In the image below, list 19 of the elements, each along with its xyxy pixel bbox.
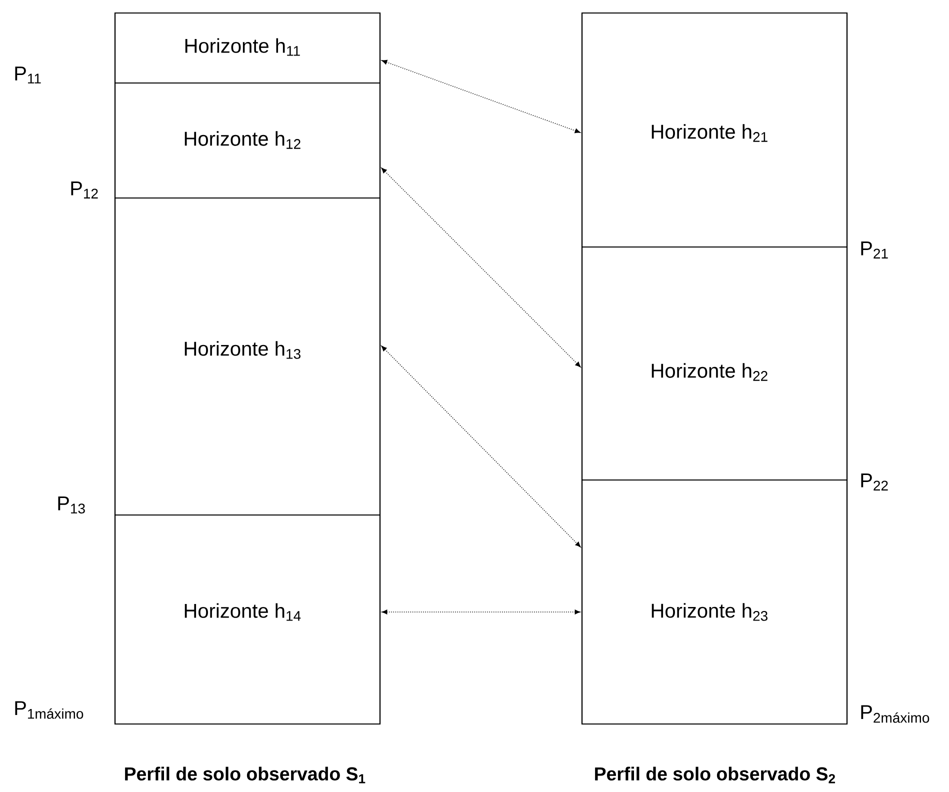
horizon-layer: Horizonte h$_{11}$ [114, 12, 381, 84]
depth-label: P$_{21}$ [861, 242, 888, 258]
arrow [382, 610, 580, 614]
horizon-layer: Horizonte h$_{13}$ [114, 197, 381, 516]
horizon-layer: Horizonte h$_{14}$ [114, 514, 381, 725]
node-label: Perfil de solo observado S$_{2}$ [595, 766, 836, 784]
depth-label: P$_{1máximo}$ [15, 701, 84, 719]
horizon-layer: Horizonte h$_{21}$ [581, 12, 848, 248]
depth-label: P$_{11}$ [15, 66, 41, 84]
arrow [381, 346, 581, 548]
horizon-layer: Horizonte h$_{23}$ [581, 479, 848, 725]
node-label: Perfil de solo observado S$_{1}$ [125, 766, 366, 784]
depth-label: P$_{13}$ [58, 496, 85, 514]
horizon-layer: Horizonte h$_{22}$ [581, 246, 848, 481]
arrow [382, 60, 580, 134]
depth-label: P$_{12}$ [71, 182, 98, 198]
horizon-layer: Horizonte h$_{12}$ [114, 82, 381, 199]
arrow [381, 168, 581, 368]
depth-label: P$_{22}$ [861, 474, 888, 490]
